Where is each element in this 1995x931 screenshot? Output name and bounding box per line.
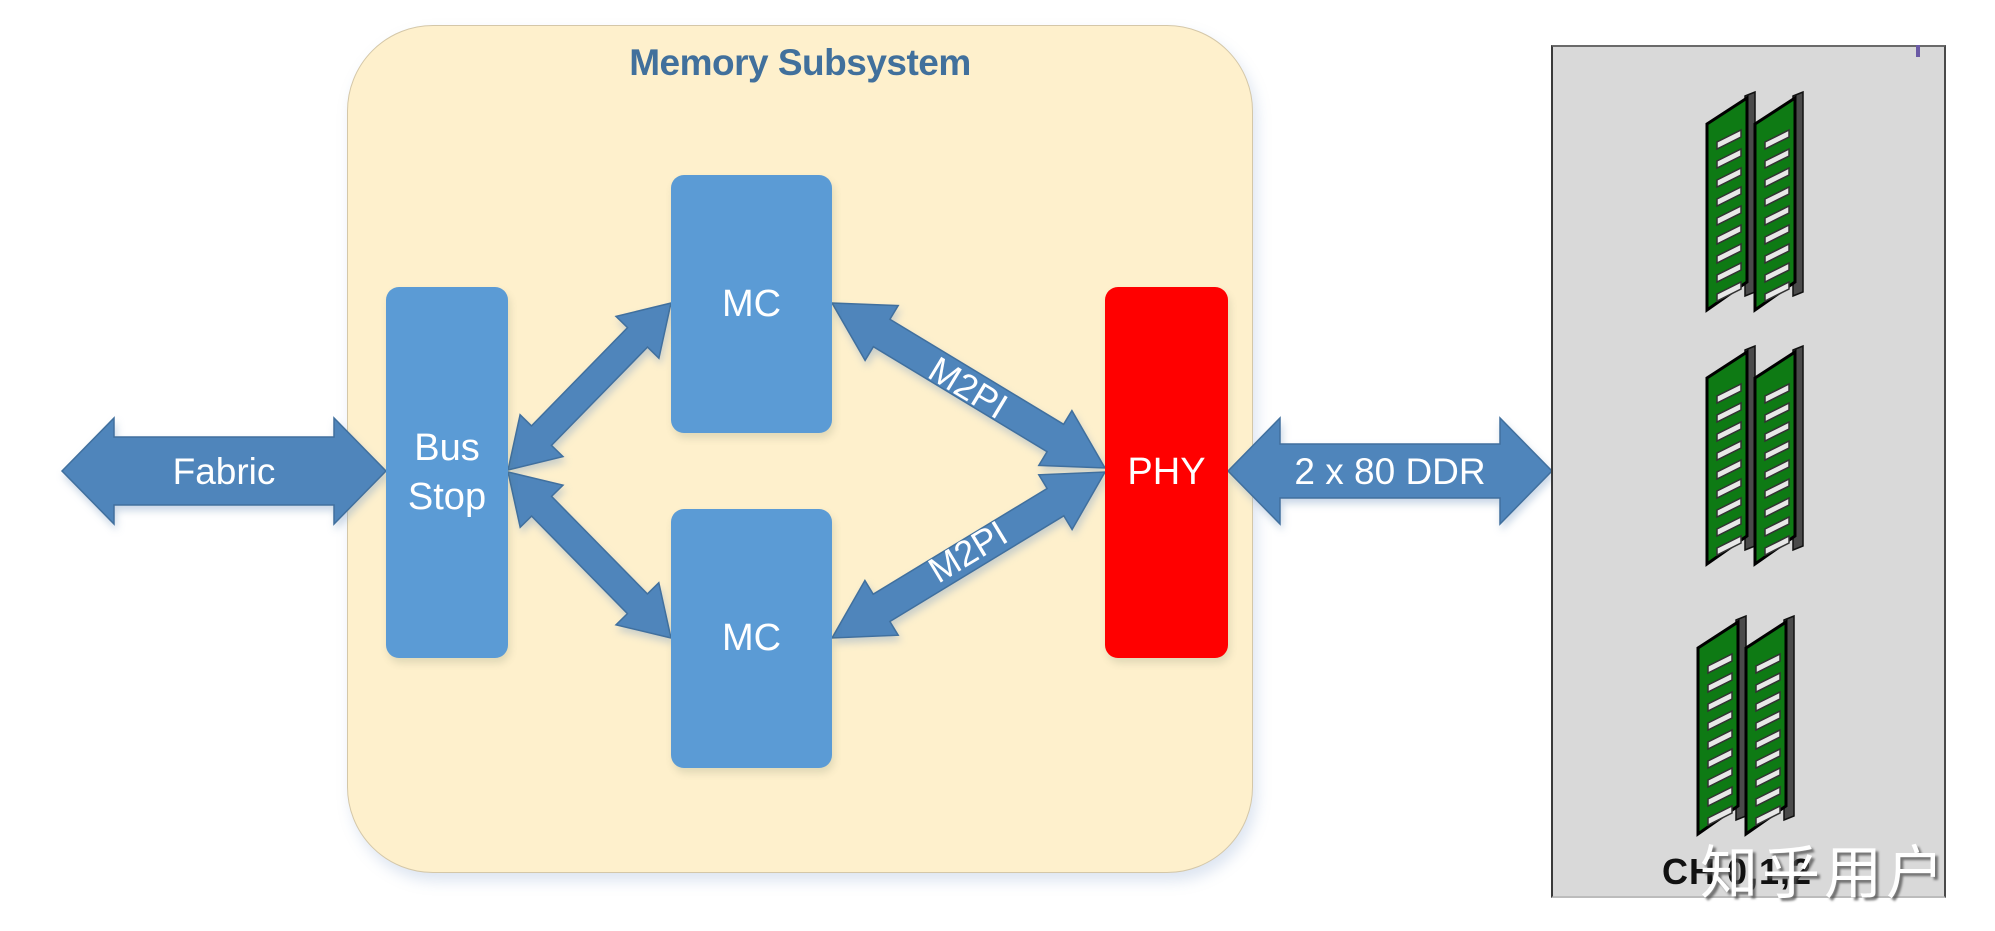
dimm-module-icon xyxy=(1696,614,1795,837)
memory-controller-top-block: MC xyxy=(671,175,832,433)
mc-top-label: MC xyxy=(721,282,782,325)
fabric-arrow xyxy=(60,416,388,526)
ddr-arrow-label: 2 x 80 DDR xyxy=(1294,451,1485,492)
phy-label: PHY xyxy=(1127,451,1206,494)
panel-marker xyxy=(1916,45,1920,57)
fabric-arrow-label: Fabric xyxy=(173,451,276,492)
mc-bottom-label: MC xyxy=(721,617,782,660)
memory-subsystem-title: Memory Subsystem xyxy=(629,42,971,83)
memory-controller-bottom-block: MC xyxy=(671,509,832,768)
bus-stop-label-line1: Bus xyxy=(414,426,480,469)
watermark-text: 知乎用户 xyxy=(1700,839,1949,907)
dimm-module-icon xyxy=(1705,90,1804,313)
phy-block: PHY xyxy=(1105,287,1228,658)
bus-stop-block: Bus Stop xyxy=(386,287,508,658)
bus-stop-label-line2: Stop xyxy=(407,475,487,518)
ddr-arrow xyxy=(1226,416,1554,526)
dimm-channel-label: CH 0,1,2 xyxy=(1662,851,1813,892)
dimm-module-icon xyxy=(1705,344,1804,567)
